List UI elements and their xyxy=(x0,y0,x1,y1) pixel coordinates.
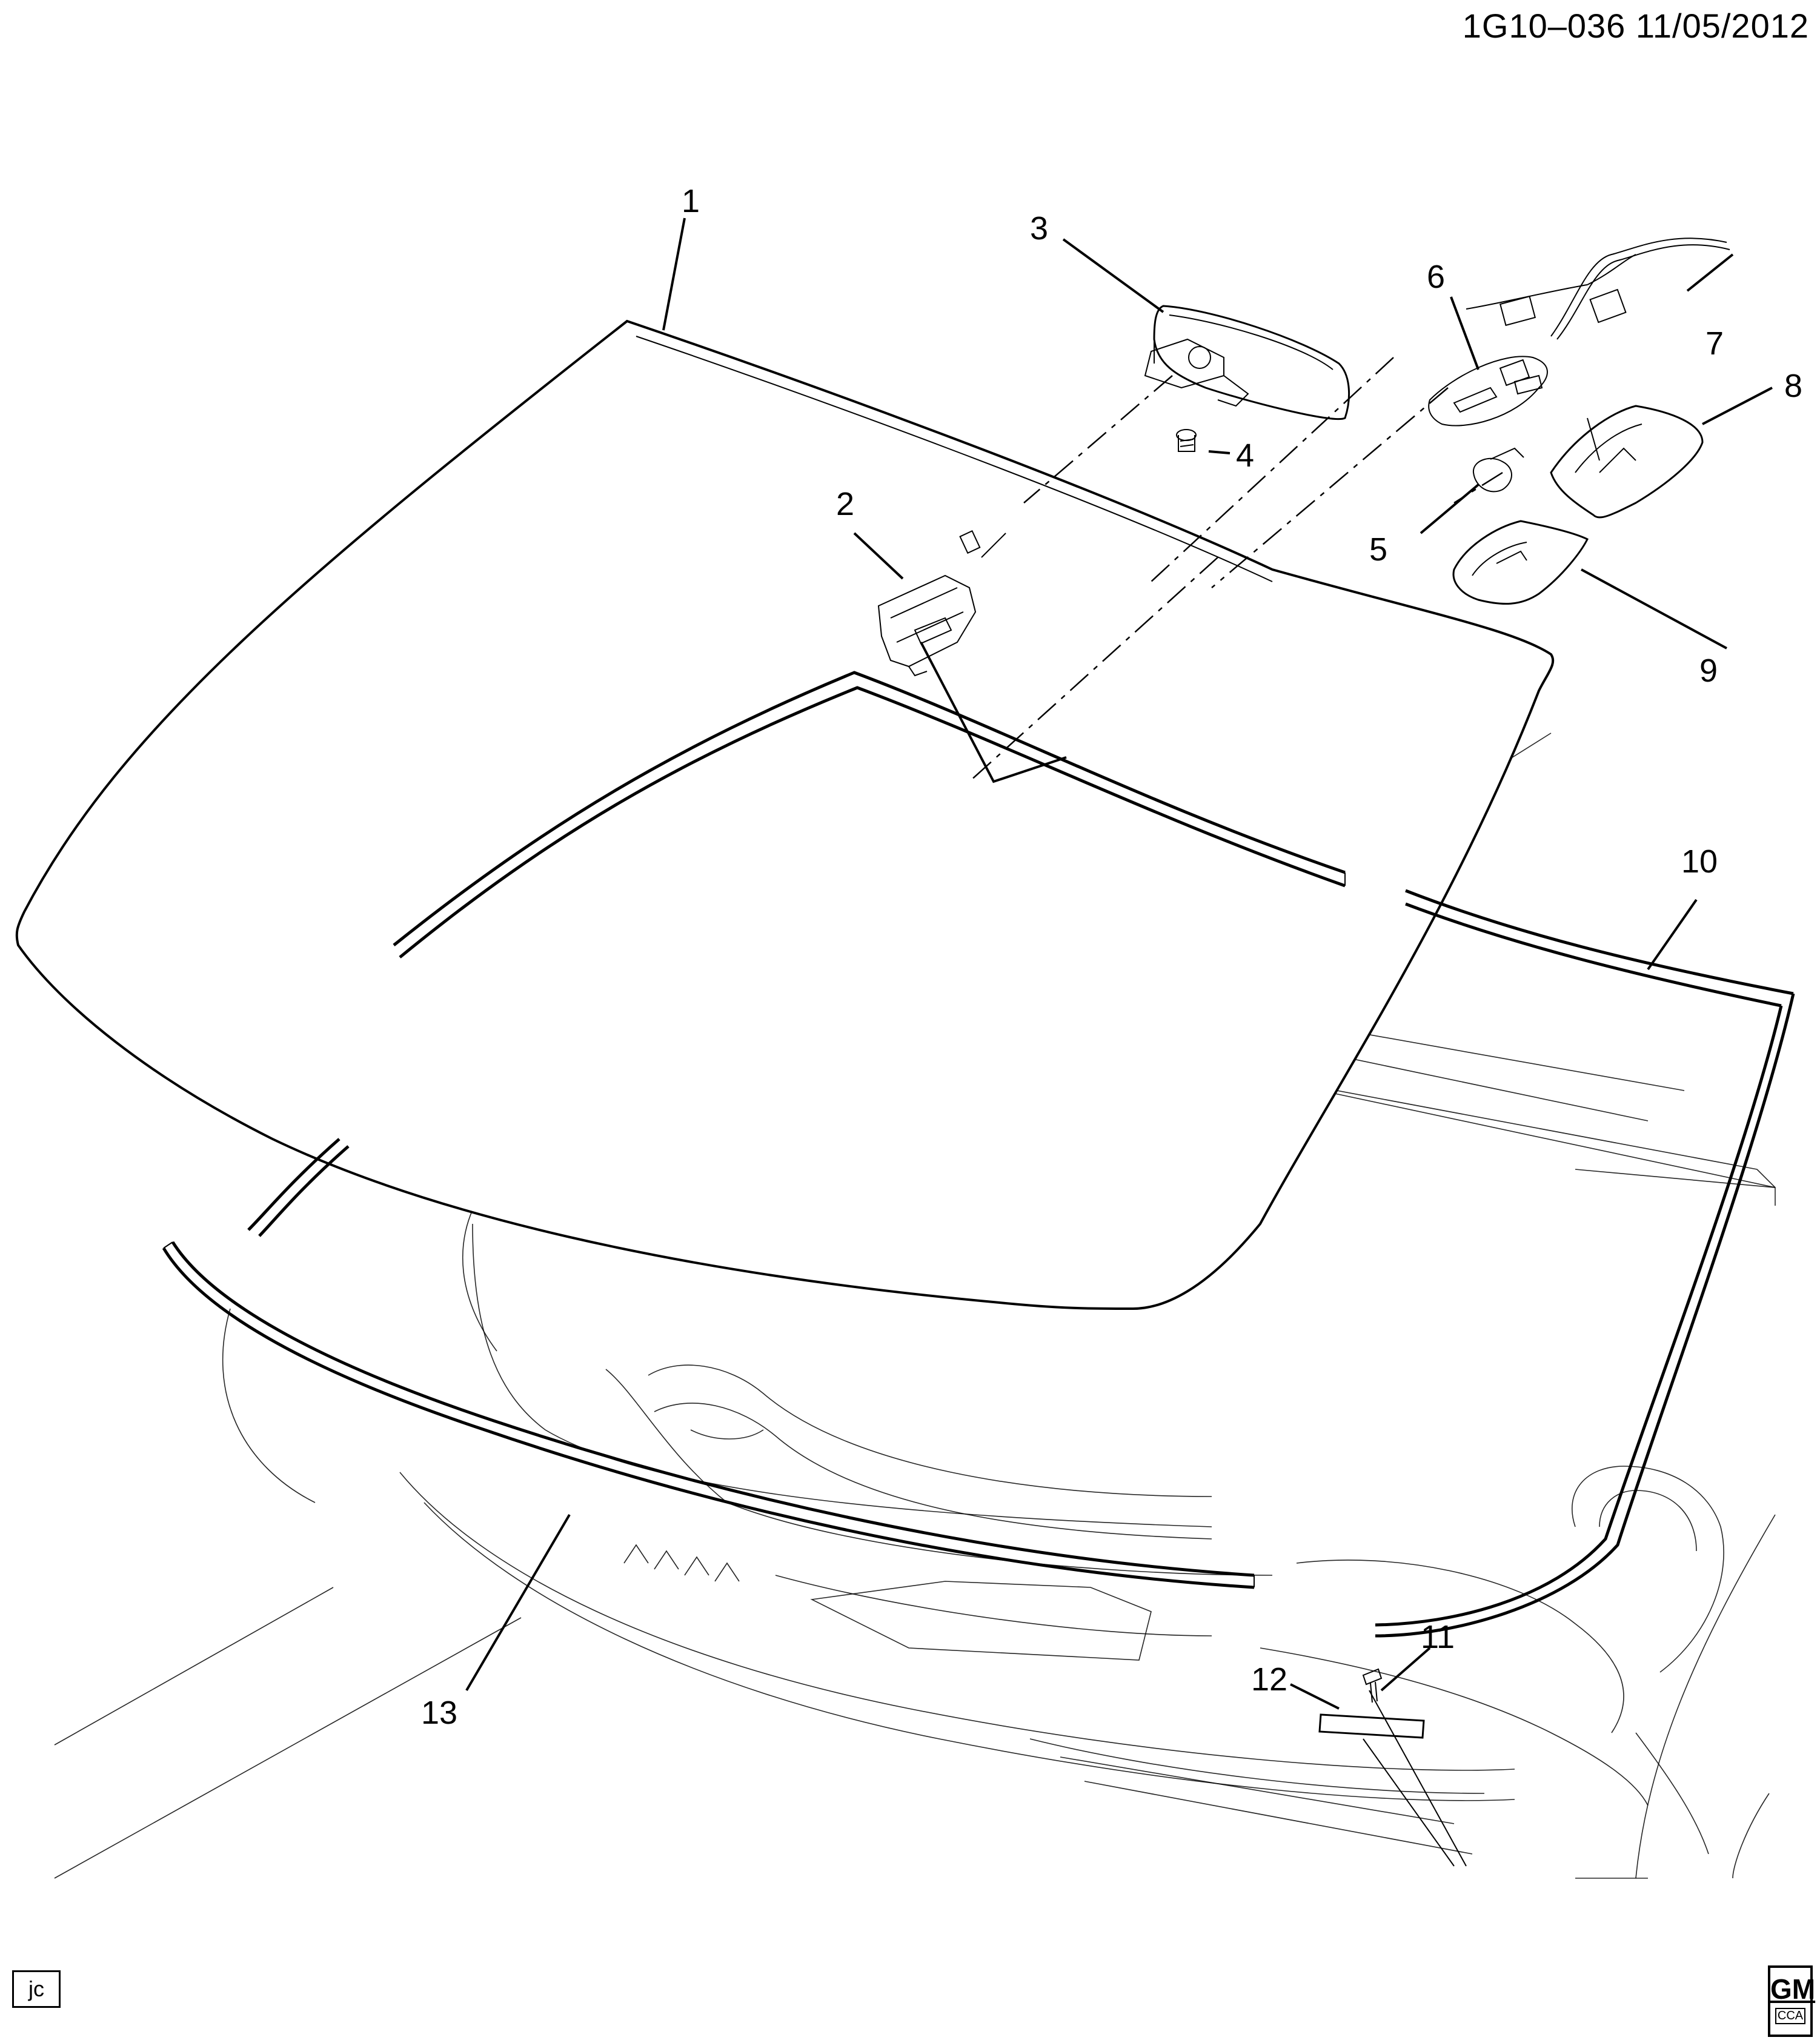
callout-13: 13 xyxy=(421,1695,457,1731)
rain-sensor xyxy=(1472,447,1524,493)
mirror-screw xyxy=(1176,429,1197,452)
wiring-harness xyxy=(1466,238,1730,387)
upper-reveal-molding xyxy=(247,671,1795,1638)
callout-7: 7 xyxy=(1705,325,1724,362)
author-initials: jc xyxy=(12,1970,61,2008)
callout-labels: 1 2 3 4 5 6 7 8 9 10 11 12 13 xyxy=(421,183,1802,1731)
callout-12: 12 xyxy=(1251,1661,1287,1698)
mirror-mount-bracket xyxy=(877,530,1006,677)
windshield-glass xyxy=(15,319,1555,1311)
drawing-code-date: 1G10–036 11/05/2012 xyxy=(1462,7,1809,45)
logo-cca-text: CCA xyxy=(1775,2008,1805,2024)
callout-3: 3 xyxy=(1030,210,1048,247)
callout-10: 10 xyxy=(1681,843,1718,880)
fastener-pin xyxy=(1362,1668,1383,1703)
callout-9: 9 xyxy=(1699,653,1718,689)
seal-pad xyxy=(1318,1713,1425,1739)
assembly-centerlines xyxy=(920,357,1503,1867)
callout-8: 8 xyxy=(1784,368,1802,404)
mirror-cover-upper xyxy=(1550,405,1704,519)
harness-connector xyxy=(1428,356,1548,427)
callout-2: 2 xyxy=(836,486,854,522)
callout-1: 1 xyxy=(682,183,700,219)
mirror-cover-lower xyxy=(1452,520,1589,605)
callout-6: 6 xyxy=(1427,259,1445,295)
callout-5: 5 xyxy=(1369,531,1387,568)
callout-leaders xyxy=(465,218,1773,1710)
callout-11: 11 xyxy=(1421,1619,1455,1655)
gm-cca-logo: GM CCA xyxy=(1768,1965,1816,2037)
rearview-mirror xyxy=(1144,305,1350,420)
logo-gm-text: GM xyxy=(1770,1973,1816,2005)
lower-reveal-molding xyxy=(162,1241,1255,1589)
callout-4: 4 xyxy=(1236,437,1254,474)
